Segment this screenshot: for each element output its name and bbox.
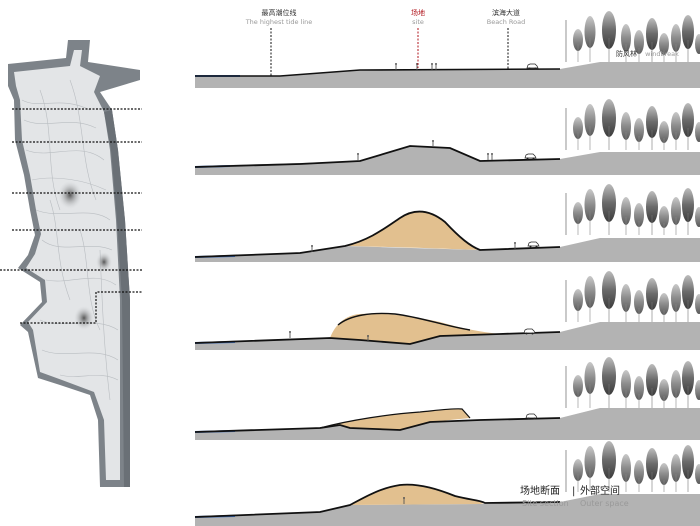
section-5-mound (320, 408, 470, 430)
plan-depression-3 (74, 306, 94, 330)
section-5-ground (195, 408, 700, 440)
plan-depression-2 (96, 252, 112, 272)
section-1 (195, 10, 700, 88)
section-5-crest (319, 408, 471, 429)
windbreak-label-cn: 防风林 (616, 49, 637, 58)
legend-outer-space-cn: 外部空间 (580, 484, 620, 497)
section-3-mound (345, 211, 480, 250)
section-2 (194, 98, 700, 175)
site-label-cn: 场地 (411, 8, 425, 17)
section-4-outline (194, 331, 561, 345)
tide-line-label-cn: 最高潮位线 (262, 8, 297, 17)
section-6-outline (194, 483, 561, 518)
section-4 (194, 270, 700, 350)
section-1-ground (195, 62, 700, 88)
section-3-outline (194, 210, 561, 258)
annotation-tide-line: 最高潮位线 The highest tide line (245, 8, 313, 76)
legend-site-section-en: Site section (522, 499, 569, 508)
plan-site-body (14, 50, 120, 480)
site-label-en: site (412, 18, 424, 26)
section-2-ground (195, 146, 700, 175)
section-4-mound (330, 313, 500, 344)
section-3-ground (195, 238, 700, 262)
section-1-outline (195, 68, 561, 77)
tide-line-label-en: The highest tide line (245, 18, 313, 26)
beach-road-label-cn: 滨海大道 (492, 8, 520, 17)
site-plan (0, 40, 142, 487)
section-6 (194, 440, 700, 526)
plan-section-lines (0, 108, 142, 324)
plan-edge-shadow (104, 110, 130, 487)
section-5 (194, 356, 700, 440)
section-3 (194, 183, 700, 262)
plan-contours (21, 79, 119, 401)
annotation-windbreak: 防风林 windbreak (616, 41, 679, 60)
legend-divider: | (572, 486, 575, 497)
section-4-canopy (337, 312, 471, 331)
legend-site-section-cn: 场地断面 (520, 484, 560, 497)
windbreak-label: 防风林 windbreak (616, 41, 679, 60)
section-6-ground (195, 494, 700, 526)
beach-road-label-en: Beach Road (487, 18, 526, 26)
legend: 场地断面 Site section | 外部空间 Outer space (520, 484, 629, 508)
section-2-outline (194, 145, 561, 168)
plan-depression-1 (58, 181, 82, 209)
annotation-site: 场地 site (411, 8, 425, 68)
annotation-beach-road: 滨海大道 Beach Road (487, 8, 526, 69)
legend-outer-space-en: Outer space (580, 499, 629, 508)
windbreak-label-en: windbreak (645, 50, 679, 58)
